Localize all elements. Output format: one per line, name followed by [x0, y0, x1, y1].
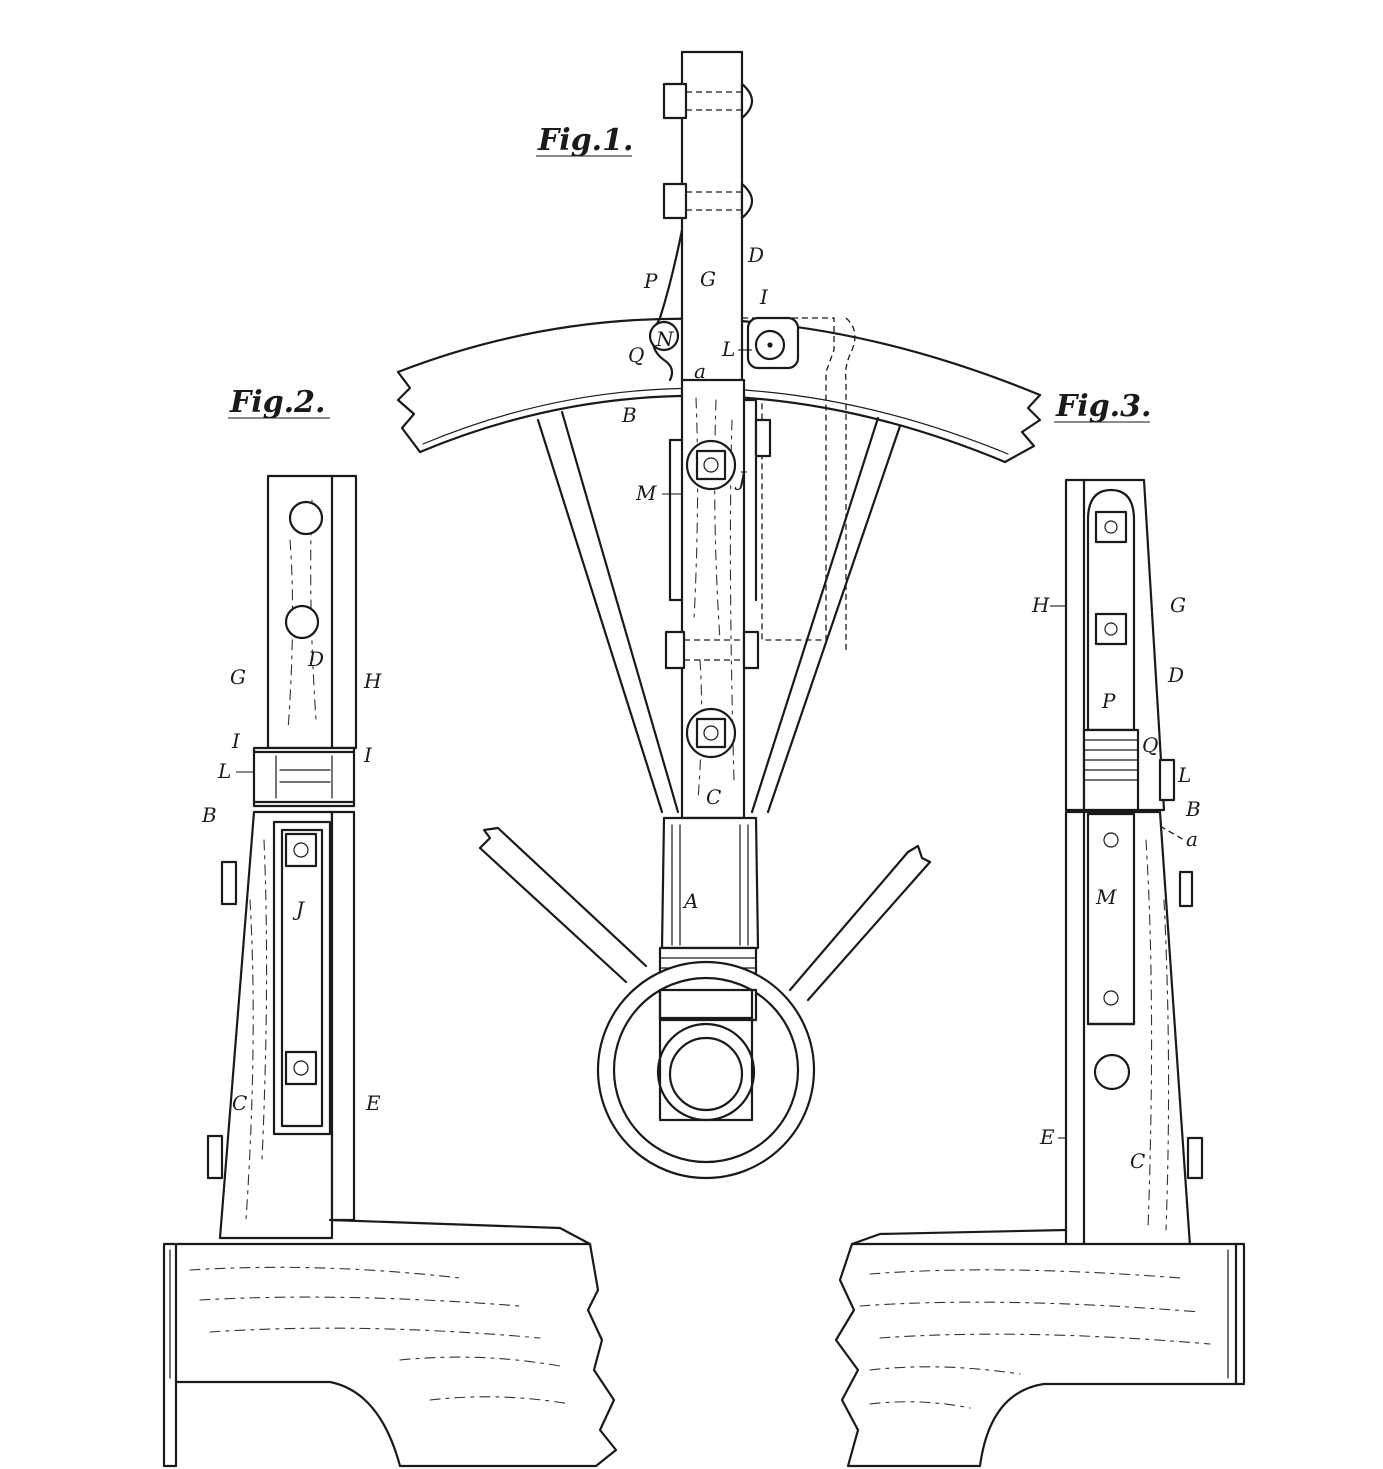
fig2-label-I-left: I — [231, 729, 241, 753]
fig3-label-C: C — [1130, 1149, 1145, 1173]
fig2-label-H: H — [363, 669, 382, 693]
fig1-label-G: G — [700, 267, 716, 291]
fig1-label-M: M — [635, 481, 657, 505]
fig3-title: Fig.3. — [1055, 389, 1151, 424]
fig2-title: Fig.2. — [229, 385, 325, 420]
figure-1: Fig.1. D G P I N L Q a B M J C A — [396, 50, 1042, 1180]
fig1-title: Fig.1. — [537, 123, 633, 158]
fig1-spokes — [478, 410, 932, 1002]
fig1-label-P: P — [643, 269, 658, 293]
fig3-label-E: E — [1039, 1125, 1055, 1149]
fig3-label-a: a — [1186, 827, 1198, 851]
fig1-label-N: N — [655, 327, 675, 351]
fig2-label-I-right: I — [363, 743, 373, 767]
fig3-label-D: D — [1167, 663, 1184, 687]
fig1-label-L: L — [721, 337, 735, 361]
fig1-upper-bar — [648, 50, 754, 384]
fig3-label-G: G — [1170, 593, 1186, 617]
fig3-label-H: H — [1031, 593, 1050, 617]
fig1-label-A: A — [682, 889, 698, 913]
fig3-label-Q: Q — [1142, 733, 1158, 757]
fig2-label-B: B — [201, 803, 217, 827]
fig1-label-I: I — [759, 285, 769, 309]
fig2-label-D: D — [307, 647, 324, 671]
fig3-label-B: B — [1185, 797, 1201, 821]
fig2-label-G: G — [230, 665, 246, 689]
fig1-hub — [596, 816, 816, 1180]
fig1-label-B: B — [621, 403, 637, 427]
fig3-label-P: P — [1101, 689, 1116, 713]
figure-2: Fig.2. D G H I I L B J C E — [162, 385, 618, 1468]
fig1-clip-block — [742, 316, 856, 650]
fig1-label-D: D — [747, 243, 764, 267]
fig1-lower-bar — [664, 378, 772, 820]
fig1-label-J: J — [734, 467, 747, 491]
fig2-label-C: C — [232, 1091, 247, 1115]
fig2-label-J: J — [292, 897, 305, 921]
fig2-label-L: L — [217, 759, 231, 783]
fig2-label-E: E — [365, 1091, 381, 1115]
fig1-label-C: C — [706, 785, 721, 809]
fig1-label-Q: Q — [628, 343, 644, 367]
fig3-label-L: L — [1177, 763, 1191, 787]
figure-3: Fig.3. H G D P Q L B a M E C — [834, 389, 1246, 1468]
fig1-label-a: a — [694, 359, 706, 383]
fig3-label-M: M — [1095, 885, 1117, 909]
